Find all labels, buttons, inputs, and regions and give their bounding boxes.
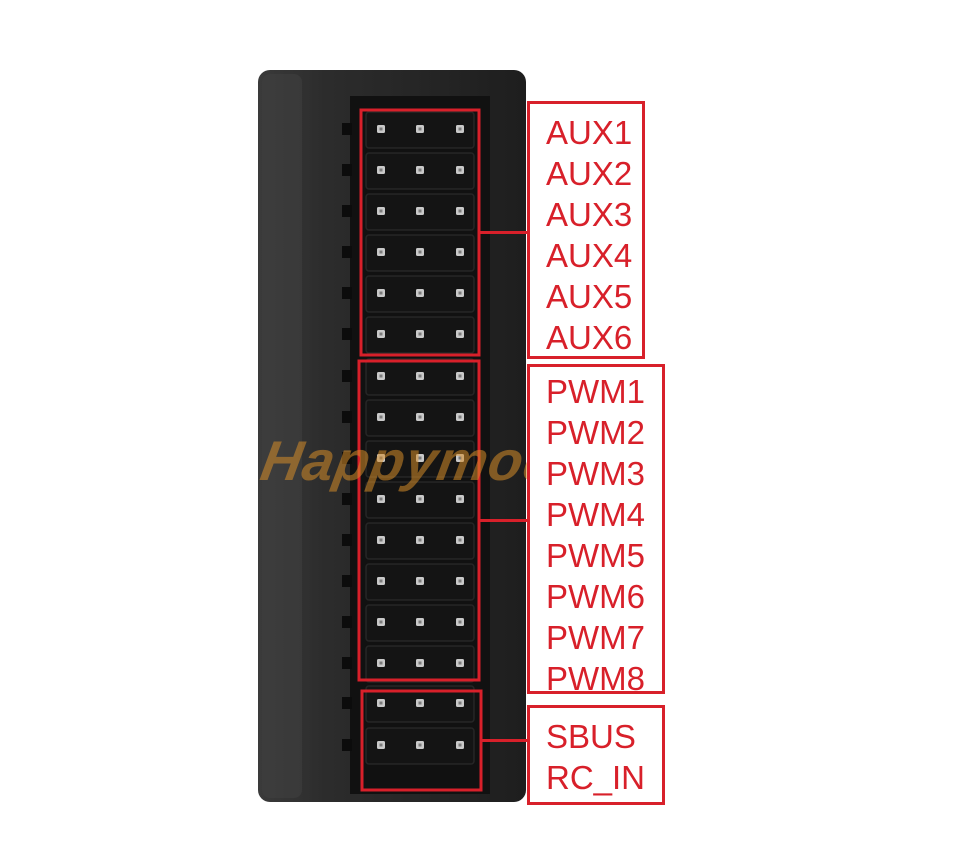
aux6-label: AUX6 (546, 319, 633, 356)
pwm3-label: PWM3 (546, 455, 645, 492)
side-notch (342, 697, 352, 709)
pwm-label-box: PWM1 PWM2 PWM3 PWM4 PWM5 PWM6 PWM7 PWM8 (527, 364, 665, 697)
pin-row-aux1 (365, 111, 475, 149)
pin-row-pwm3 (365, 440, 475, 478)
side-notch (342, 370, 352, 382)
aux-label-box: AUX1 AUX2 AUX3 AUX4 AUX5 AUX6 (527, 101, 645, 359)
pin-row-aux5 (365, 275, 475, 313)
pin-row-aux6 (365, 316, 475, 354)
pin-row-rc-in (365, 727, 475, 765)
rc-in-label: RC_IN (546, 759, 646, 796)
pin-row-aux2 (365, 152, 475, 190)
side-notch (342, 575, 352, 587)
pin-row-pwm7 (365, 604, 475, 642)
pwm2-label: PWM2 (546, 414, 645, 451)
pwm8-label: PWM8 (546, 660, 645, 697)
aux2-label: AUX2 (546, 155, 633, 192)
aux4-label: AUX4 (546, 237, 633, 274)
aux3-label: AUX3 (546, 196, 633, 233)
pin-row-pwm1 (365, 358, 475, 396)
aux1-label: AUX1 (546, 114, 633, 151)
rc-label-box: SBUS RC_IN (527, 705, 665, 805)
pin-row-pwm2 (365, 399, 475, 437)
pwm4-label: PWM4 (546, 496, 645, 533)
pin-row-pwm6 (365, 563, 475, 601)
pwm7-label: PWM7 (546, 619, 645, 656)
housing-highlight (262, 74, 302, 798)
side-notches (342, 123, 352, 751)
pin-row-pwm8 (365, 645, 475, 683)
pwm1-label: PWM1 (546, 373, 645, 410)
side-notch (342, 616, 352, 628)
side-notch (342, 739, 352, 751)
pwm5-label: PWM5 (546, 537, 645, 574)
leader-lines (479, 231, 527, 742)
side-notch (342, 534, 352, 546)
side-notch (342, 452, 352, 464)
pwm6-label: PWM6 (546, 578, 645, 615)
aux5-label: AUX5 (546, 278, 633, 315)
pin-row-pwm4 (365, 481, 475, 519)
pin-header (365, 111, 475, 765)
side-notch (342, 657, 352, 669)
side-notch (342, 205, 352, 217)
side-notch (342, 123, 352, 135)
side-notch (342, 287, 352, 299)
side-notch (342, 493, 352, 505)
pin-row-aux3 (365, 193, 475, 231)
pin-row-sbus (365, 685, 475, 723)
side-notch (342, 164, 352, 176)
side-notch (342, 411, 352, 423)
sbus-label: SBUS (546, 718, 636, 755)
pin-row-aux4 (365, 234, 475, 272)
pin-row-pwm5 (365, 522, 475, 560)
side-notch (342, 246, 352, 258)
side-notch (342, 328, 352, 340)
